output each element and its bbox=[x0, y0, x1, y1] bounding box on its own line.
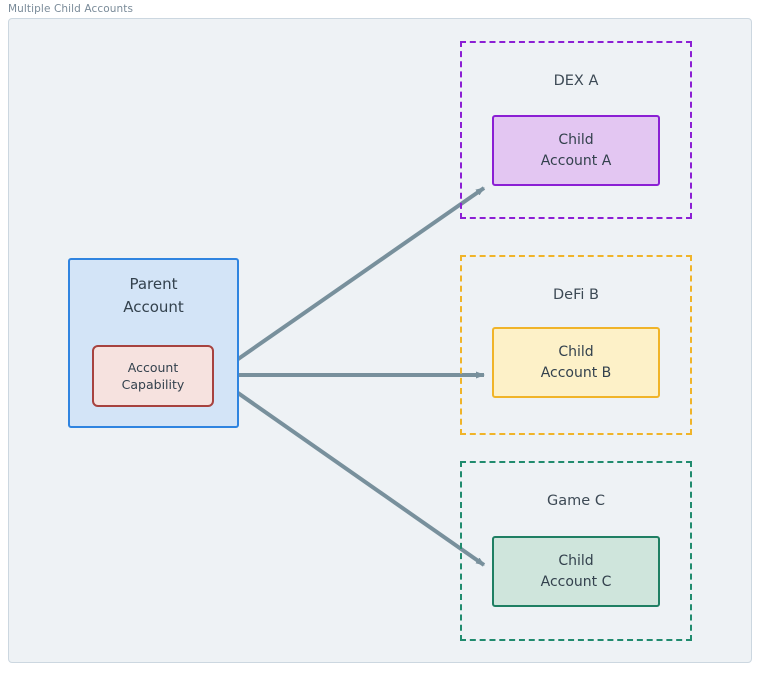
parent-account-label: Parent Account bbox=[123, 275, 184, 316]
child-account-b-node[interactable]: Child Account B bbox=[492, 327, 660, 398]
group-game-c-label: Game C bbox=[547, 493, 605, 509]
child-account-c-label: Child Account C bbox=[540, 552, 612, 590]
diagram-title: Multiple Child Accounts bbox=[8, 3, 134, 15]
account-capability-label: Account Capability bbox=[121, 360, 185, 392]
group-defi-b-label: DeFi B bbox=[553, 287, 599, 303]
group-dex-a[interactable]: DEX A bbox=[460, 41, 692, 219]
group-game-c[interactable]: Game C bbox=[460, 461, 692, 641]
child-account-c-node[interactable]: Child Account C bbox=[492, 536, 660, 607]
group-dex-a-label: DEX A bbox=[553, 73, 599, 89]
account-capability-node[interactable]: Account Capability bbox=[92, 345, 214, 407]
child-account-b-label: Child Account B bbox=[540, 343, 612, 381]
group-defi-b[interactable]: DeFi B bbox=[460, 255, 692, 435]
child-account-a-label: Child Account A bbox=[540, 131, 612, 169]
child-account-a-node[interactable]: Child Account A bbox=[492, 115, 660, 186]
